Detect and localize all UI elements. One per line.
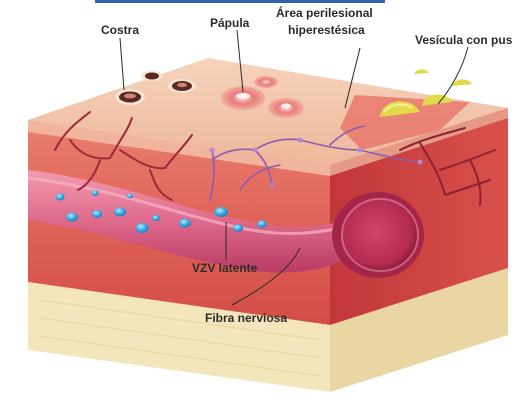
label-area-perilesional: Área perilesional — [276, 6, 373, 20]
label-fibra-nerviosa: Fibra nerviosa — [205, 311, 287, 325]
label-papula: Pápula — [210, 16, 249, 30]
label-hiperestesica: hiperestésica — [288, 23, 365, 37]
label-costra: Costra — [101, 23, 139, 37]
label-vesicula: Vesícula con pus — [415, 33, 512, 47]
label-vzv-latente: VZV latente — [192, 261, 257, 275]
